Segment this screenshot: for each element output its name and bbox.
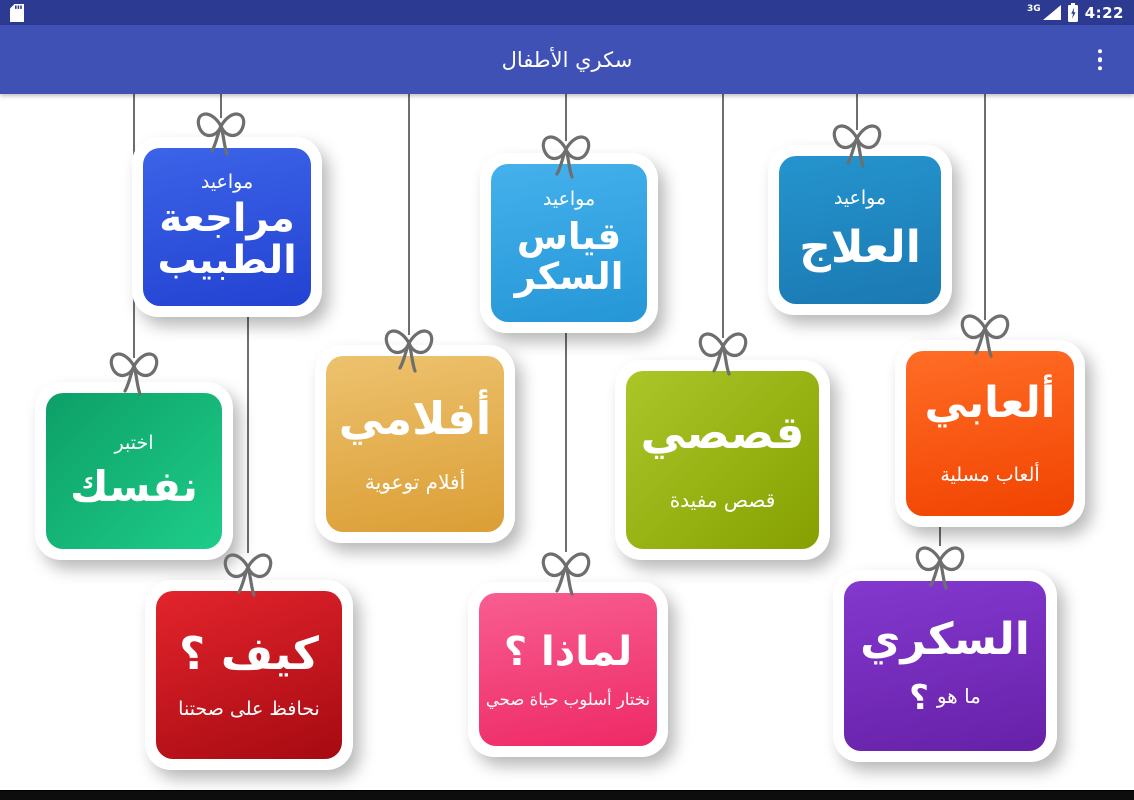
card-face: ألعابي ألعاب مسلية <box>906 351 1074 516</box>
card-title: السكر <box>514 255 624 299</box>
card-face: كيف ؟ نحافظ على صحتنا <box>156 591 342 759</box>
card-sugar-measurement-appointments[interactable]: مواعيد قياس السكر <box>480 153 658 333</box>
hanging-string <box>408 94 410 335</box>
hanging-string <box>565 94 567 141</box>
page-title: سكري الأطفال <box>501 47 633 72</box>
card-doctor-review-appointments[interactable]: مواعيد مراجعة الطبيب <box>132 137 322 317</box>
card-face: مواعيد مراجعة الطبيب <box>143 148 311 306</box>
hanging-string <box>984 94 986 320</box>
card-title: نفسك <box>70 462 198 512</box>
card-treatment-appointments[interactable]: مواعيد العلاج <box>768 145 952 315</box>
card-title: قياس <box>516 214 622 258</box>
card-face: لماذا ؟ نختار أسلوب حياة صحي <box>479 593 657 746</box>
card-title: كيف ؟ <box>179 626 319 680</box>
card-face: مواعيد العلاج <box>779 156 941 304</box>
card-face: السكري ما هو ؟ <box>844 581 1046 751</box>
overflow-menu-icon[interactable] <box>1092 43 1109 77</box>
card-my-games[interactable]: ألعابي ألعاب مسلية <box>895 340 1085 527</box>
ribbon-bow-icon <box>384 329 434 373</box>
card-how-we-keep-our-health[interactable]: كيف ؟ نحافظ على صحتنا <box>145 580 353 770</box>
question-mark: ؟ <box>909 678 929 719</box>
card-title: قصصي <box>640 406 805 460</box>
ribbon-bow-icon <box>541 552 591 596</box>
battery-charging-icon <box>1067 3 1078 22</box>
ribbon-bow-icon <box>960 314 1010 358</box>
ribbon-bow-icon <box>832 124 882 168</box>
card-title: لماذا ؟ <box>503 628 633 675</box>
card-subtitle: نحافظ على صحتنا <box>178 698 320 721</box>
ribbon-bow-icon <box>915 546 965 590</box>
hanging-string <box>939 525 941 546</box>
card-subtitle: أفلام توعوية <box>364 469 466 494</box>
card-title: أفلامي <box>338 392 492 446</box>
card-subtitle: مواعيد <box>200 170 254 193</box>
app-bar: سكري الأطفال <box>0 25 1134 94</box>
sd-card-icon <box>10 3 24 22</box>
card-my-films[interactable]: أفلامي أفلام توعوية <box>315 345 515 543</box>
card-title: مراجعة <box>159 195 295 241</box>
network-type-label: 3G <box>1027 3 1041 14</box>
card-face: قصصي قصص مفيدة <box>626 371 819 549</box>
card-subtitle: مواعيد <box>542 187 596 210</box>
card-diabetes-what-is-it[interactable]: السكري ما هو ؟ <box>833 570 1057 762</box>
ribbon-bow-icon <box>109 352 159 396</box>
card-subtitle: قصص مفيدة <box>669 487 776 512</box>
card-subtitle: اختبر <box>114 431 154 454</box>
hanging-string <box>856 94 858 130</box>
card-title: السكري <box>860 613 1030 665</box>
card-title: الطبيب <box>157 238 297 284</box>
card-face: اختبر نفسك <box>46 393 222 549</box>
card-subtitle: مواعيد <box>833 187 887 210</box>
hanging-string <box>565 331 567 552</box>
card-why-healthy-lifestyle[interactable]: لماذا ؟ نختار أسلوب حياة صحي <box>468 582 668 757</box>
card-title: العلاج <box>799 222 921 274</box>
hanging-string <box>722 94 724 338</box>
card-subtitle: ما هو <box>936 684 981 709</box>
ribbon-bow-icon <box>541 135 591 179</box>
screen-bottom-edge <box>0 790 1134 800</box>
hanging-string <box>220 94 222 118</box>
ribbon-bow-icon <box>698 332 748 376</box>
card-test-yourself[interactable]: اختبر نفسك <box>35 382 233 560</box>
card-subtitle: ألعاب مسلية <box>940 463 1040 486</box>
card-face: أفلامي أفلام توعوية <box>326 356 504 532</box>
card-title: ألعابي <box>924 378 1056 429</box>
ribbon-bow-icon <box>223 553 273 597</box>
signal-strength-icon <box>1042 5 1061 20</box>
card-my-stories[interactable]: قصصي قصص مفيدة <box>615 360 830 560</box>
ribbon-bow-icon <box>196 112 246 156</box>
clock-time: 4:22 <box>1084 3 1124 22</box>
hanging-string <box>247 315 249 553</box>
status-bar: 3G 4:22 <box>0 0 1134 25</box>
card-subtitle: نختار أسلوب حياة صحي <box>485 689 651 709</box>
card-face: مواعيد قياس السكر <box>491 164 647 322</box>
